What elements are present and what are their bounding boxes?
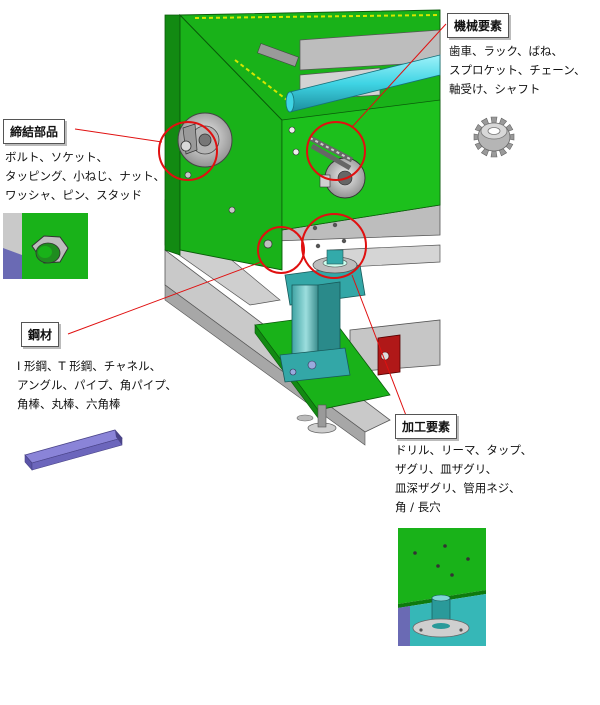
hex-bolt-icon [3, 213, 88, 279]
processing-title: 加工要素 [395, 414, 458, 439]
processing-leader [351, 274, 408, 419]
shaft [257, 43, 441, 113]
fastening-title: 締結部品 [3, 119, 66, 144]
teal-bracket [279, 249, 366, 383]
sprocket-icon [473, 116, 515, 158]
callout-circles [158, 121, 367, 279]
steel-title: 鋼材 [21, 322, 60, 347]
machined-holes-icon [398, 528, 486, 646]
processing-circle [301, 213, 367, 279]
machine-description: 歯車、ラック、ばね、スプロケット、チェーン、軸受け、シャフト [449, 44, 586, 96]
plate-bolts [180, 126, 347, 249]
machine-circle [306, 121, 366, 181]
fastening-description: ボルト、ソケット、タッピング、小ねじ、ナット、ワッシャ、ピン、スタッド [5, 150, 165, 202]
steel-circle [257, 226, 305, 274]
fastening-circle [158, 121, 218, 181]
machine-title: 機械要素 [447, 13, 510, 38]
steel-leader [67, 261, 262, 335]
processing-description: ドリル、リーマ、タップ、ザグリ、皿ザグリ、皿深ザグリ、管用ネジ、角 / 長穴 [395, 443, 533, 514]
leader-lines [67, 23, 447, 419]
machine-leader [351, 23, 447, 128]
fastening-leader [74, 128, 163, 143]
angle-steel-icon [24, 429, 123, 471]
steel-description: I 形鋼、T 形鋼、チャネル、アングル、パイプ、角パイプ、角棒、丸棒、六角棒 [17, 359, 177, 411]
